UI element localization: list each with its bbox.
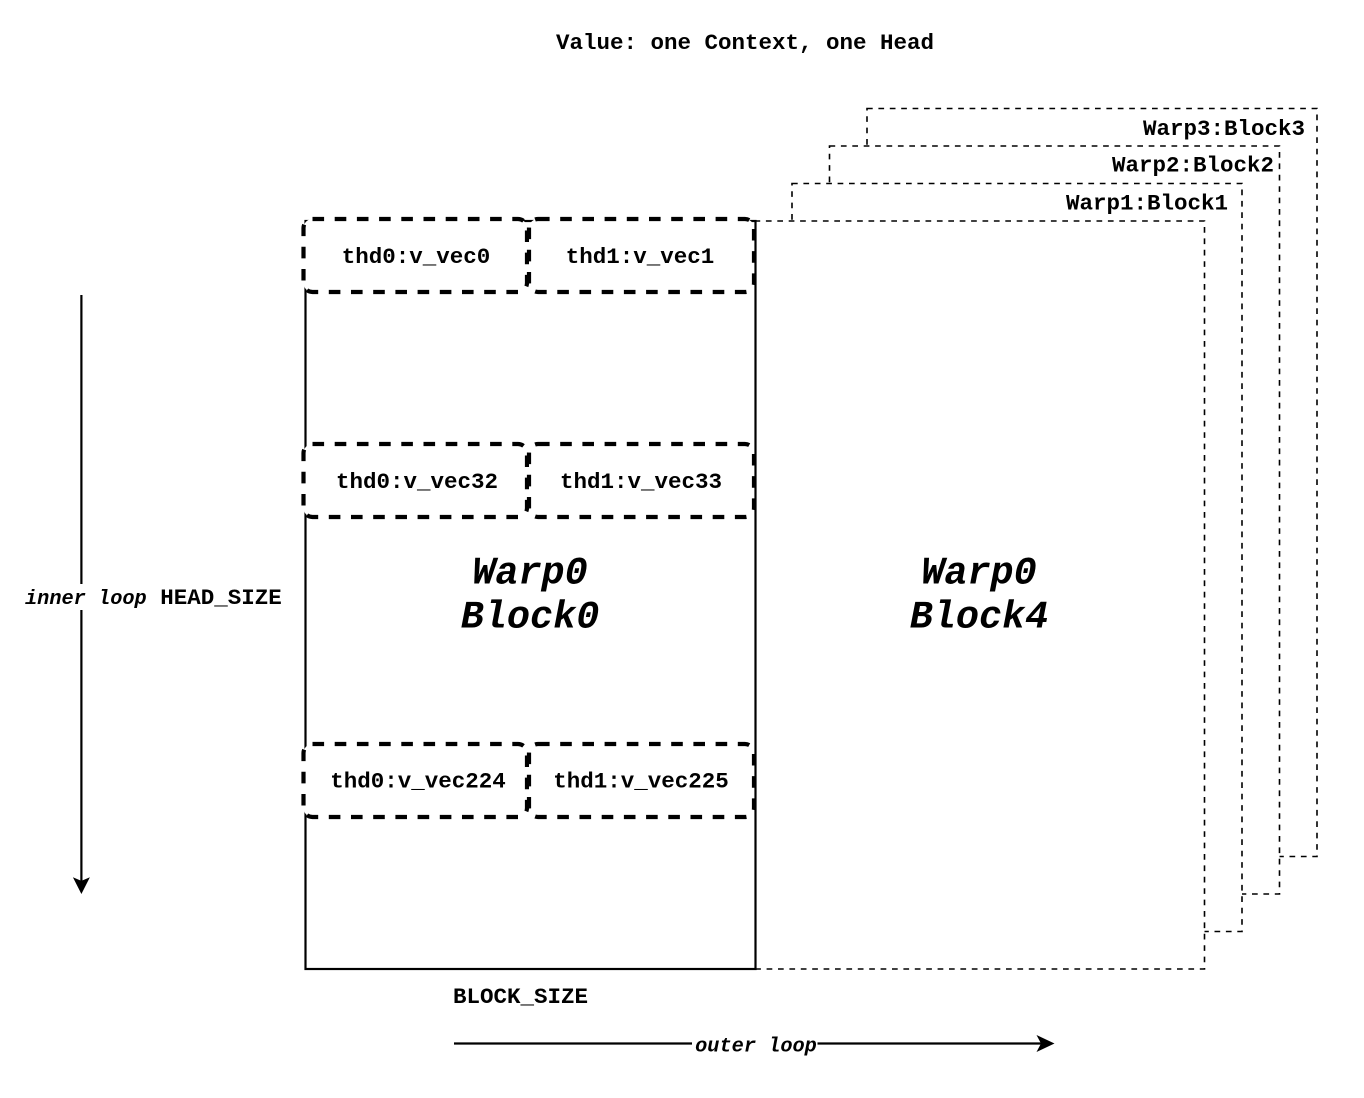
svg-text:thd1:v_vec225: thd1:v_vec225 <box>553 769 729 795</box>
svg-text:Warp0: Warp0 <box>472 552 588 596</box>
svg-text:thd0:v_vec32: thd0:v_vec32 <box>336 469 498 495</box>
svg-text:Block4: Block4 <box>910 596 1049 640</box>
svg-text:inner loop HEAD_SIZE: inner loop HEAD_SIZE <box>25 585 282 611</box>
svg-text:Block0: Block0 <box>461 596 600 640</box>
svg-text:thd1:v_vec1: thd1:v_vec1 <box>566 244 715 270</box>
svg-text:Warp1:Block1: Warp1:Block1 <box>1066 191 1228 217</box>
svg-text:Warp0: Warp0 <box>921 552 1037 596</box>
svg-text:Warp2:Block2: Warp2:Block2 <box>1112 153 1274 179</box>
svg-text:Value: one Context, one Head: Value: one Context, one Head <box>556 30 934 56</box>
svg-text:Warp3:Block3: Warp3:Block3 <box>1143 116 1305 142</box>
svg-text:outer loop: outer loop <box>695 1036 817 1059</box>
svg-text:thd1:v_vec33: thd1:v_vec33 <box>560 469 722 495</box>
svg-text:BLOCK_SIZE: BLOCK_SIZE <box>453 984 588 1010</box>
svg-text:thd0:v_vec0: thd0:v_vec0 <box>342 244 491 270</box>
svg-text:thd0:v_vec224: thd0:v_vec224 <box>330 769 506 795</box>
